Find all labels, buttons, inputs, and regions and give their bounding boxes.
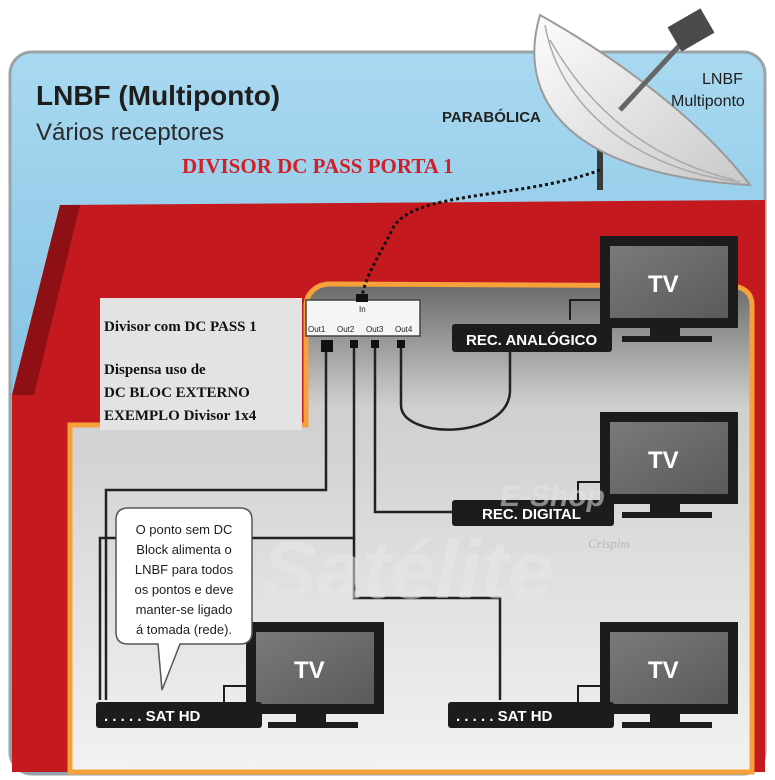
tv-label-digital: TV: [648, 447, 679, 474]
lnbf-sublabel: Multiponto: [671, 93, 745, 110]
callout-line-5: manter-se ligado: [136, 602, 233, 617]
receiver-sat-hd-left: . . . . . SAT HD: [96, 702, 262, 728]
receiver-analog-label: REC. ANALÓGICO: [466, 331, 597, 349]
watermark-signature: Crispim: [588, 536, 630, 551]
page-subtitle: Vários receptores: [36, 119, 224, 146]
note-line-2: Dispensa uso de: [104, 362, 206, 378]
splitter-out4-label: Out4: [395, 325, 413, 334]
receiver-digital-label: REC. DIGITAL: [482, 506, 581, 523]
splitter-note-box: [100, 298, 302, 430]
lnbf-label: LNBF: [702, 71, 743, 88]
note-line-3: DC BLOC EXTERNO: [104, 385, 250, 401]
tv-digital: TV: [577, 412, 738, 518]
callout-line-1: O ponto sem DC: [136, 522, 233, 537]
page-title: LNBF (Multiponto): [36, 80, 280, 111]
splitter-1x4: In Out1 Out2 Out3 Out4: [305, 294, 421, 352]
callout-line-2: Block alimenta o: [136, 542, 231, 557]
callout-line-3: LNBF para todos: [135, 562, 234, 577]
receiver-sat-hd-left-label: . . . . . SAT HD: [104, 708, 201, 725]
tv-sat-hd-left: TV: [223, 622, 384, 728]
tv-analog: TV: [569, 236, 738, 342]
receiver-analog: REC. ANALÓGICO: [452, 324, 612, 352]
info-callout: O ponto sem DC Block alimenta o LNBF par…: [115, 507, 253, 691]
receiver-sat-hd-right-label: . . . . . SAT HD: [456, 708, 553, 725]
satellite-dish-icon: [533, 8, 753, 190]
red-heading: DIVISOR DC PASS PORTA 1: [182, 154, 454, 178]
splitter-out3-label: Out3: [366, 325, 384, 334]
callout-line-6: á tomada (rede).: [136, 622, 232, 637]
roof-edge: [12, 205, 80, 395]
callout-line-4: os pontos e deve: [134, 582, 233, 597]
receiver-sat-hd-right: . . . . . SAT HD: [448, 702, 614, 728]
watermark-brand: Satélite: [262, 525, 554, 616]
tv-label-analog: TV: [648, 271, 679, 298]
tv-label-left: TV: [294, 657, 325, 684]
splitter-out1-label: Out1: [308, 325, 326, 334]
note-line-1: Divisor com DC PASS 1: [104, 319, 257, 335]
note-line-4: EXEMPLO Divisor 1x4: [104, 408, 257, 424]
receiver-digital: REC. DIGITAL: [452, 500, 614, 526]
dish-label: PARABÓLICA: [442, 108, 541, 126]
tv-label-right: TV: [648, 657, 679, 684]
splitter-out2-label: Out2: [337, 325, 355, 334]
watermark: E-Shop Satélite Crispim: [262, 480, 630, 616]
tv-sat-hd-right: TV: [577, 622, 738, 728]
splitter-input-label: In: [359, 305, 366, 314]
watermark-brand-top: E-Shop: [500, 480, 605, 513]
lnb-cable: [360, 168, 601, 297]
